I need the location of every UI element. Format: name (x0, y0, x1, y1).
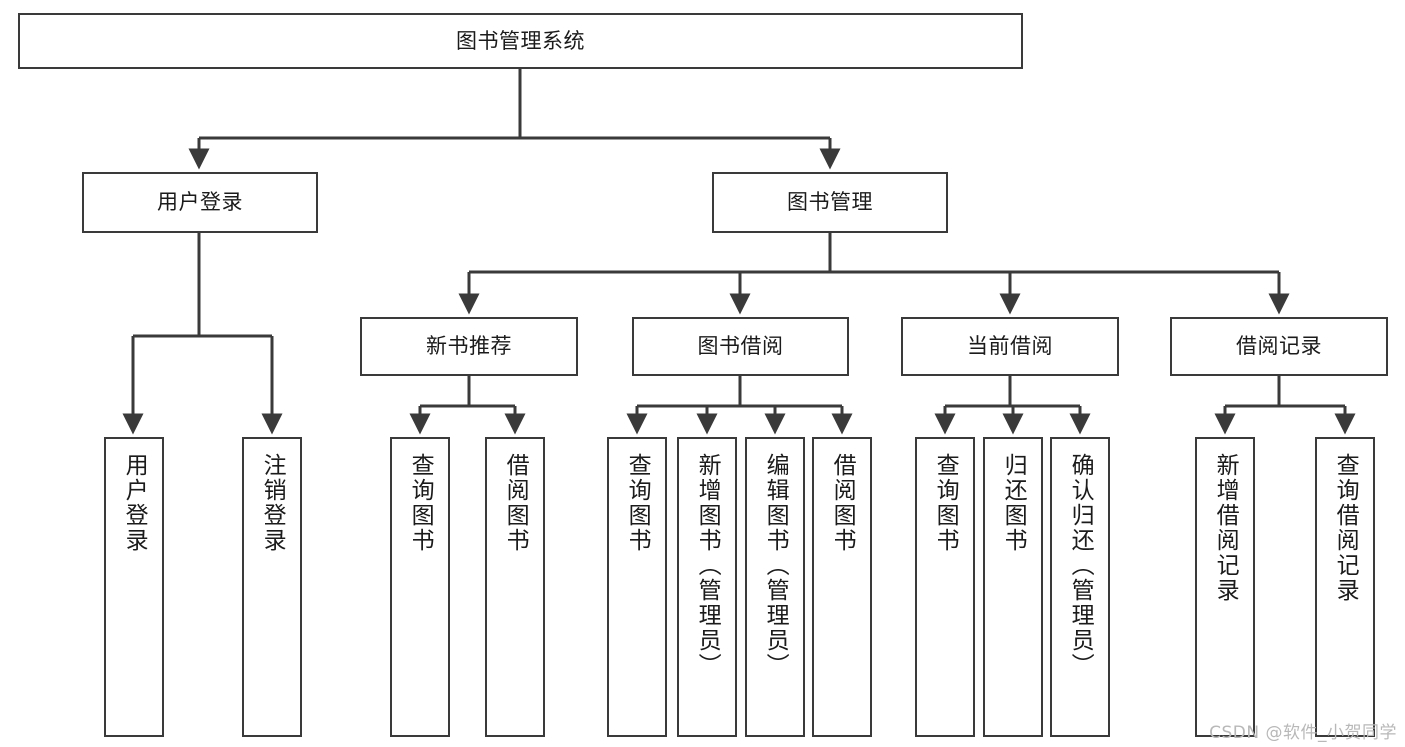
node-leaf-book-borrow-query[interactable]: 查询图书 (607, 437, 667, 737)
node-label: 确认归还（管理员） (1067, 453, 1094, 678)
node-label: 用户登录 (157, 190, 243, 215)
node-leaf-user-login-signin[interactable]: 用户登录 (104, 437, 164, 737)
node-label: 用户登录 (121, 453, 148, 553)
node-leaf-current-borrow-query[interactable]: 查询图书 (915, 437, 975, 737)
node-label: 当前借阅 (967, 334, 1053, 359)
node-leaf-current-borrow-return[interactable]: 归还图书 (983, 437, 1043, 737)
watermark-text: CSDN @软件_小贺同学 (1209, 723, 1397, 743)
node-leaf-borrow-record-add[interactable]: 新增借阅记录 (1195, 437, 1255, 737)
node-leaf-book-borrow-add[interactable]: 新增图书（管理员） (677, 437, 737, 737)
node-label: 查询借阅记录 (1332, 453, 1359, 603)
node-root-library-system[interactable]: 图书管理系统 (18, 13, 1023, 69)
node-label: 图书管理系统 (456, 28, 585, 53)
node-leaf-new-book-query[interactable]: 查询图书 (390, 437, 450, 737)
node-leaf-user-login-signout[interactable]: 注销登录 (242, 437, 302, 737)
node-label: 归还图书 (1000, 453, 1027, 553)
node-current-borrow[interactable]: 当前借阅 (901, 317, 1119, 376)
node-label: 新书推荐 (426, 334, 512, 359)
node-leaf-book-borrow-edit[interactable]: 编辑图书（管理员） (745, 437, 805, 737)
node-leaf-new-book-borrow[interactable]: 借阅图书 (485, 437, 545, 737)
node-label: 注销登录 (259, 453, 286, 553)
node-label: 借阅图书 (829, 453, 856, 553)
node-label: 查询图书 (624, 453, 651, 553)
node-label: 查询图书 (407, 453, 434, 553)
node-label: 借阅图书 (502, 453, 529, 553)
node-label: 新增借阅记录 (1212, 453, 1239, 603)
node-leaf-current-borrow-confirm-return[interactable]: 确认归还（管理员） (1050, 437, 1110, 737)
node-label: 新增图书（管理员） (694, 453, 721, 678)
node-leaf-borrow-record-query[interactable]: 查询借阅记录 (1315, 437, 1375, 737)
node-label: 查询图书 (932, 453, 959, 553)
node-leaf-book-borrow-lend[interactable]: 借阅图书 (812, 437, 872, 737)
node-new-book-recommend[interactable]: 新书推荐 (360, 317, 578, 376)
node-user-login[interactable]: 用户登录 (82, 172, 318, 233)
node-borrow-record[interactable]: 借阅记录 (1170, 317, 1388, 376)
node-label: 编辑图书（管理员） (762, 453, 789, 678)
node-label: 图书借阅 (697, 334, 784, 359)
node-label: 图书管理 (787, 190, 873, 215)
node-book-borrow[interactable]: 图书借阅 (632, 317, 849, 376)
node-book-management[interactable]: 图书管理 (712, 172, 948, 233)
node-label: 借阅记录 (1236, 334, 1322, 359)
